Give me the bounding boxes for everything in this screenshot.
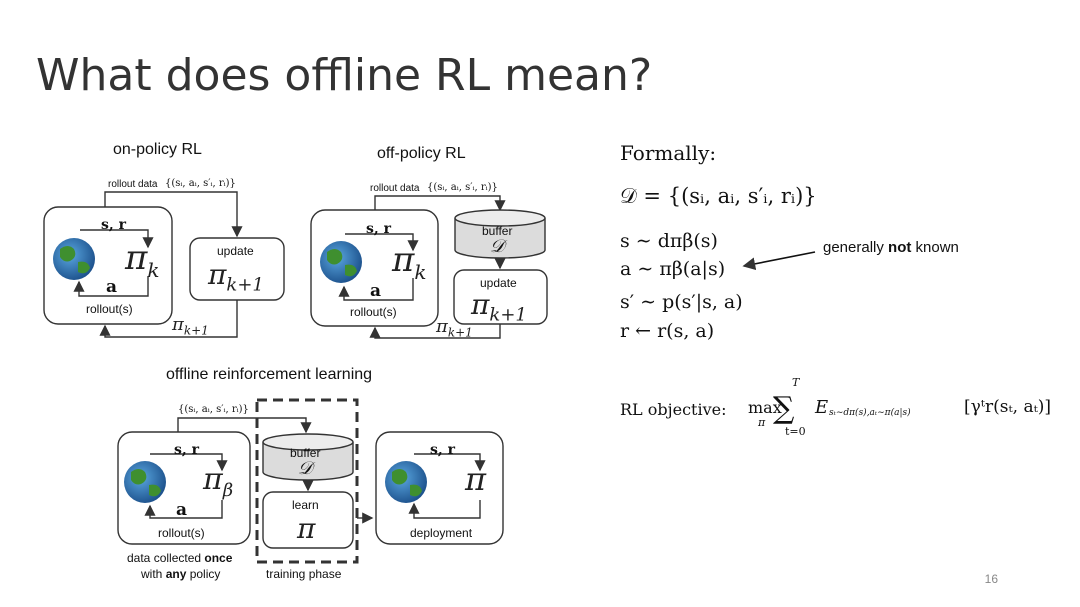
earth-icon: [124, 461, 166, 503]
off-policy-buffer-symbol: 𝒟: [490, 236, 505, 257]
off-policy-state-reward: s, r: [366, 221, 392, 237]
page-number: 16: [984, 572, 998, 586]
earth-icon: [53, 238, 95, 280]
off-policy-return-policy: πk+1: [436, 316, 473, 340]
off-policy-policy: πk: [392, 240, 427, 284]
learn-box: [262, 491, 354, 549]
offline-buffer-label: buffer: [290, 446, 321, 460]
offline-tuple: {(sᵢ, aᵢ, s′ᵢ, rᵢ)}: [178, 404, 249, 415]
objective-max: max: [748, 398, 782, 417]
on-policy-update-label: update: [217, 244, 254, 258]
earth-icon: [320, 241, 362, 283]
transition-distribution: s′ ∼ p(s′|s, a): [620, 291, 743, 313]
deployment-label: deployment: [410, 526, 473, 540]
objective-expectation-subscript: sₜ∼dπ(s),aₜ∼π(a|s): [829, 408, 911, 418]
off-policy-update-label: update: [480, 276, 517, 290]
state-distribution: s ∼ dπβ(s): [620, 230, 718, 252]
training-phase-dashed-box: [255, 398, 359, 564]
not-known-annotation: generally not known: [823, 239, 959, 256]
off-policy-rollout-data-label: rollout data: [370, 183, 420, 194]
offline-diagram: [117, 398, 504, 564]
off-policy-label: off-policy RL: [377, 145, 466, 162]
on-policy-rollout-box: [43, 206, 173, 325]
off-policy-diagram: [310, 195, 548, 339]
offline-rollouts-label: rollout(s): [158, 526, 205, 540]
on-policy-action: a: [106, 277, 118, 297]
action-distribution: a ∼ πβ(a|s): [620, 258, 726, 280]
deployment-policy: π: [465, 460, 487, 498]
offline-buffer-symbol: 𝒟: [298, 458, 313, 479]
off-policy-tuple: {(sᵢ, aᵢ, s′ᵢ, rᵢ)}: [427, 182, 498, 193]
summation-sign: ∑: [773, 391, 795, 426]
off-policy-rollouts-label: rollout(s): [350, 305, 397, 319]
on-policy-state-reward: s, r: [101, 217, 127, 233]
learned-policy: π: [297, 512, 316, 545]
annotation-arrow: [742, 251, 816, 271]
off-policy-action: a: [370, 281, 382, 301]
on-policy-policy: πk: [125, 238, 160, 282]
on-policy-label: on-policy RL: [113, 141, 202, 158]
offline-rollout-box: [117, 431, 251, 545]
objective-expectation: E: [815, 397, 829, 418]
dataset-definition: 𝒟 = {(sᵢ, aᵢ, s′ᵢ, rᵢ)}: [620, 184, 817, 208]
deployment-box: [375, 431, 504, 545]
formally-heading: Formally:: [620, 141, 717, 165]
offline-label: offline reinforcement learning: [166, 366, 373, 383]
training-phase-label: training phase: [266, 567, 342, 581]
objective-sum-lower: t=0: [785, 425, 806, 438]
earth-icon: [385, 461, 427, 503]
on-policy-tuple: {(sᵢ, aᵢ, s′ᵢ, rᵢ)}: [165, 178, 236, 189]
offline-buffer-cylinder: [262, 433, 354, 481]
reward-definition: r ← r(s, a): [620, 320, 715, 342]
objective-max-subscript: π: [758, 416, 766, 429]
offline-state-reward: s, r: [174, 442, 200, 458]
off-policy-updated-policy: πk+1: [471, 288, 527, 326]
on-policy-rollouts-label: rollout(s): [86, 302, 133, 316]
slide-title: What does offline RL mean?: [36, 50, 653, 101]
objective-label: RL objective:: [620, 400, 727, 419]
offline-behavior-policy: πβ: [203, 462, 234, 501]
offline-caption-line1: data collected once: [127, 551, 233, 565]
objective-sum-upper: T: [792, 376, 800, 389]
on-policy-return-policy: πk+1: [172, 314, 209, 338]
learn-label: learn: [292, 498, 319, 512]
offline-action: a: [176, 500, 188, 520]
on-policy-updated-policy: πk+1: [208, 258, 264, 296]
objective-bracket: [γᵗr(sₜ, aₜ)]: [964, 397, 1052, 417]
deployment-state-reward: s, r: [430, 442, 456, 458]
off-policy-buffer-label: buffer: [482, 224, 513, 238]
offline-caption-line2: with any policy: [141, 567, 221, 581]
on-policy-rollout-data-label: rollout data: [108, 179, 158, 190]
on-policy-diagram: [43, 191, 285, 338]
